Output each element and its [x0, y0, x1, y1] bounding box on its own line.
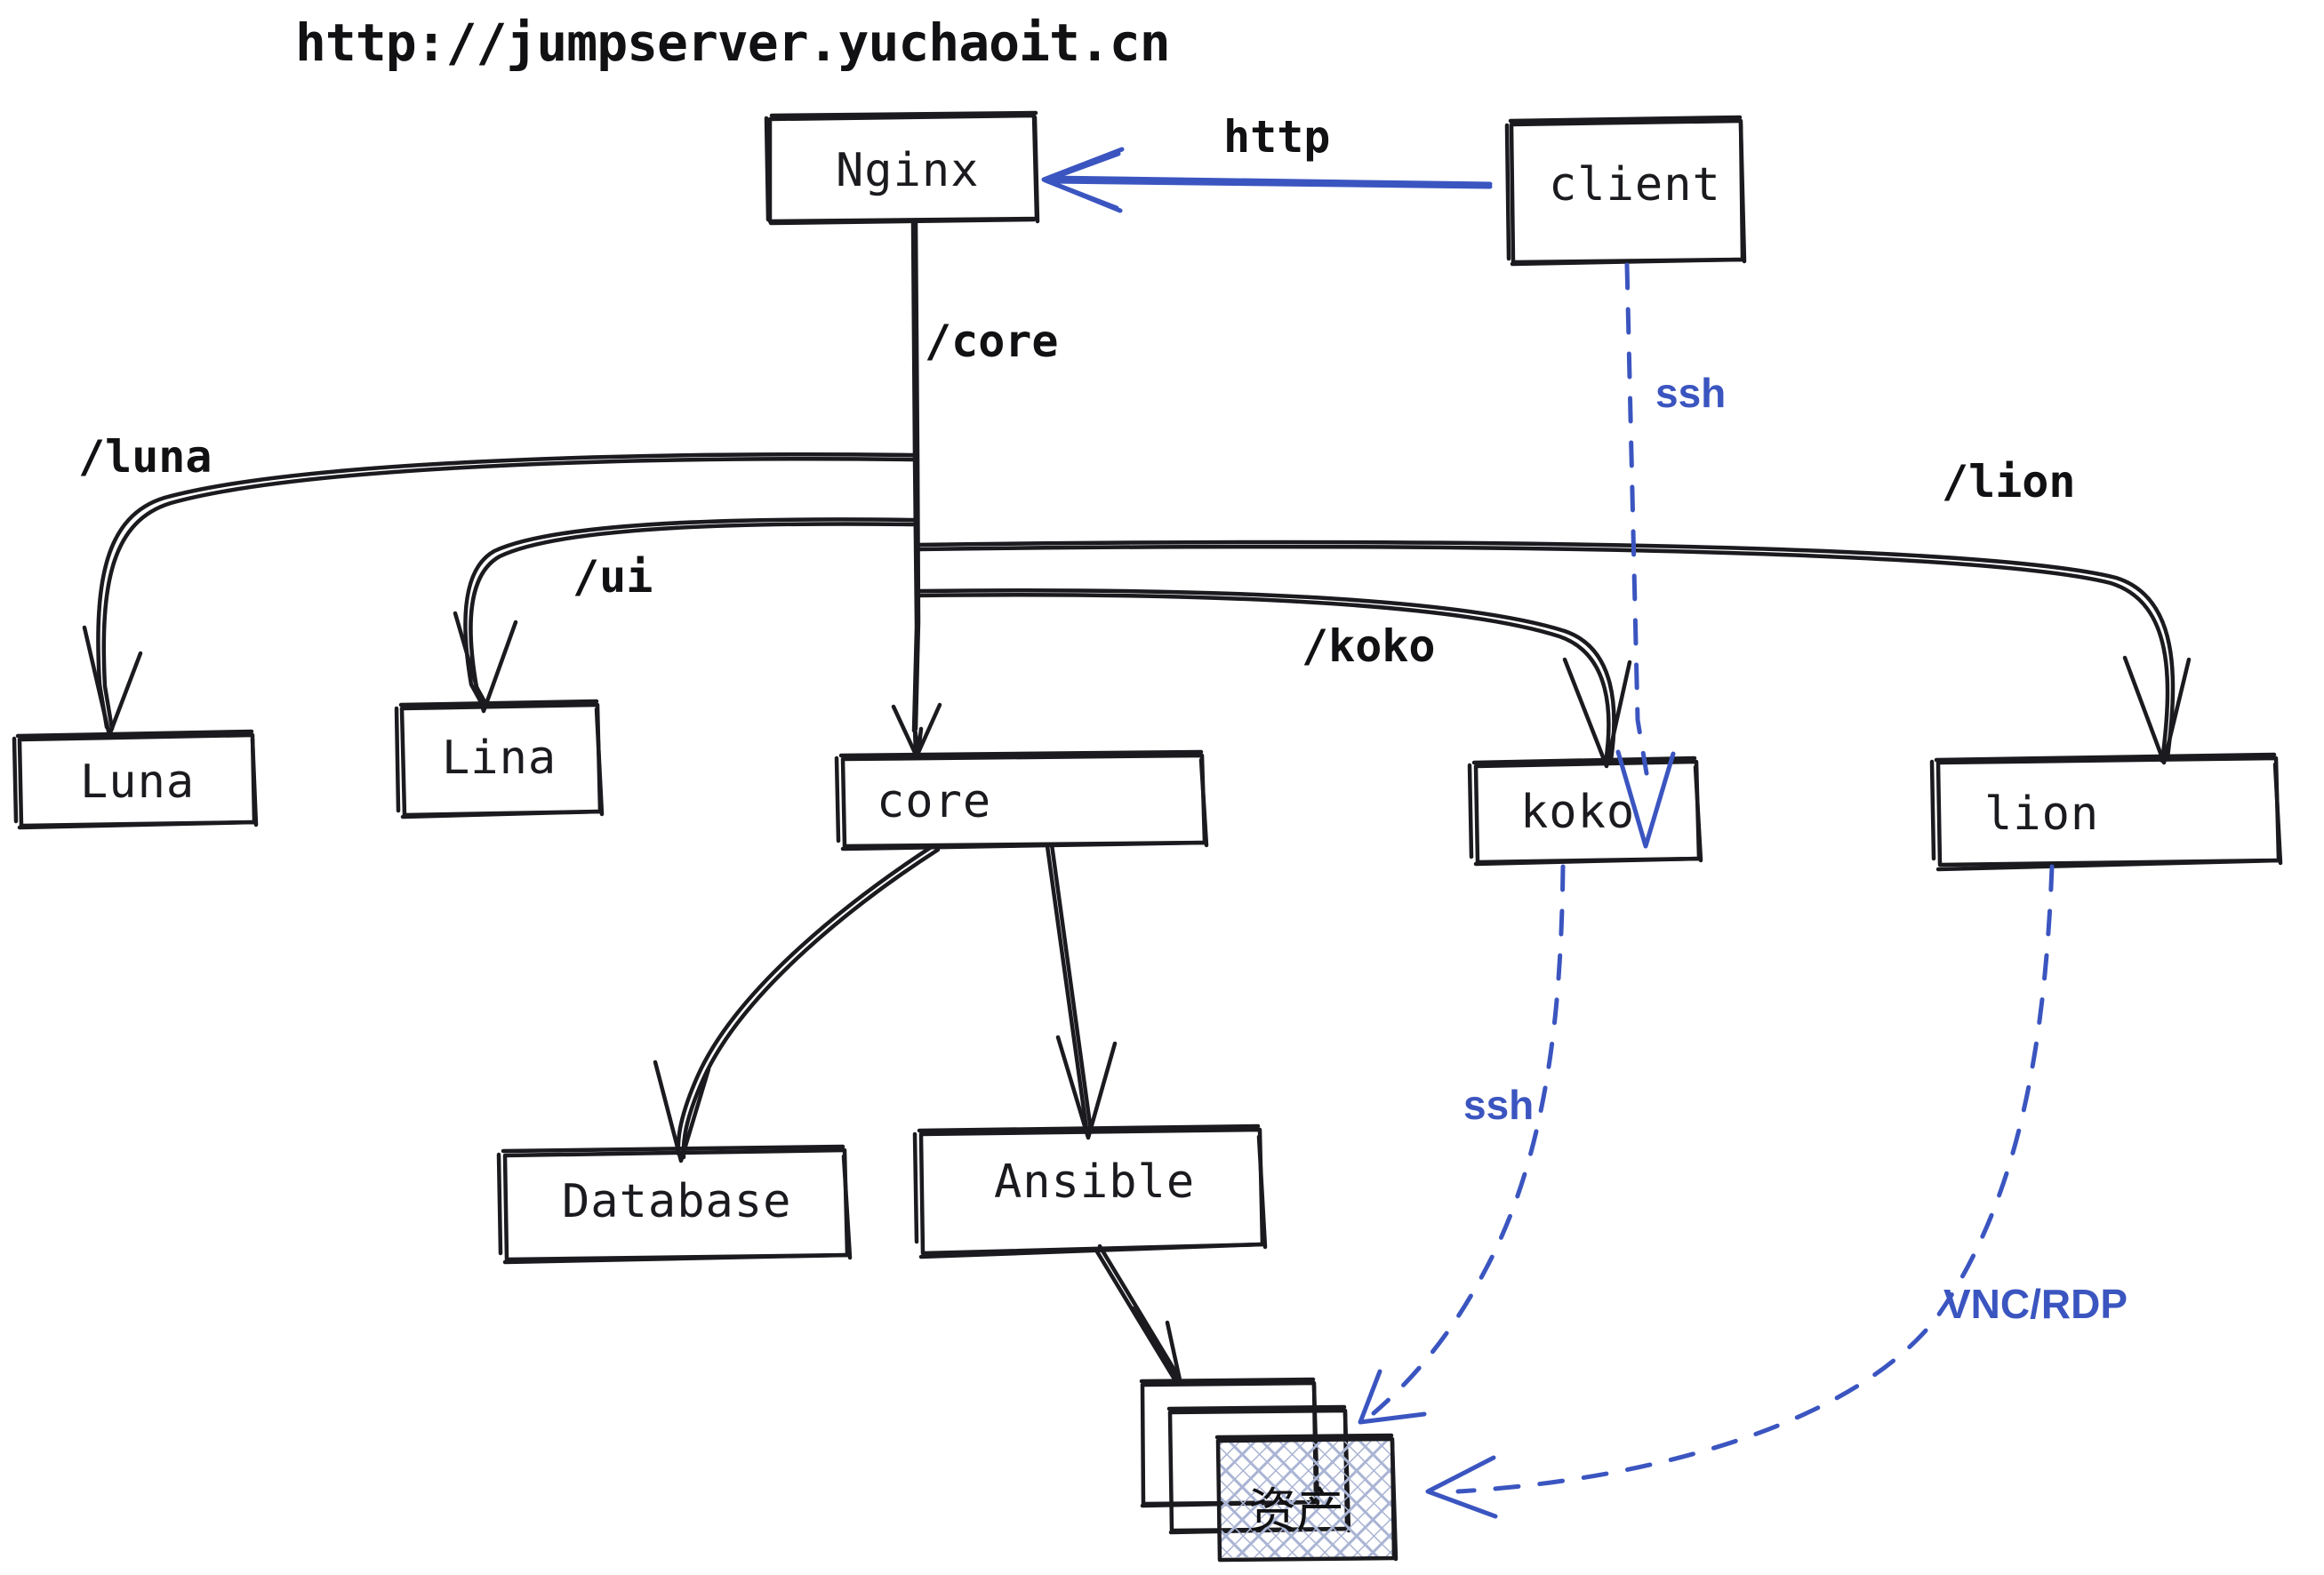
edge-core-database [653, 843, 941, 1163]
node-label-luna[interactable]: Luna [80, 756, 196, 809]
node-label-nginx[interactable]: Nginx [836, 144, 980, 197]
edge-label-vnc-rdp: VNC/RDP [1943, 1281, 2128, 1327]
edge-label-ssh-bottom: ssh [1463, 1082, 1535, 1128]
edge-koko-assets-ssh [1371, 864, 1566, 1416]
edge-label-luna: /luna [78, 431, 212, 483]
page-title: http://jumpserver.yuchaoit.cn [295, 12, 1171, 73]
node-label-core[interactable]: core [877, 775, 992, 828]
edge-label-ui: /ui [573, 551, 653, 603]
edge-label-ssh-top: ssh [1655, 370, 1727, 416]
node-label-client[interactable]: client [1549, 158, 1721, 212]
edge-nginx-luna [82, 452, 918, 738]
node-label-assets[interactable]: 资产 [1248, 1483, 1344, 1539]
edge-nginx-lion [916, 540, 2192, 765]
node-label-database[interactable]: Database [562, 1175, 792, 1228]
edge-client-koko-ssh [1624, 262, 1649, 776]
edge-nginx-core [891, 220, 942, 759]
node-label-lion[interactable]: lion [1984, 788, 2100, 841]
edge-label-core: /core [925, 316, 1059, 367]
edge-nginx-lina [453, 517, 918, 714]
edge-lion-assets-vncrdp-head [1425, 1455, 1498, 1519]
edge-lion-assets-vncrdp [1455, 864, 2055, 1494]
edge-ansible-assets [1093, 1243, 1183, 1387]
edge-label-koko: /koko [1302, 620, 1436, 672]
edge-nginx-koko [916, 588, 1632, 769]
node-label-ansible[interactable]: Ansible [994, 1155, 1196, 1209]
edge-koko-assets-ssh-head [1358, 1369, 1427, 1425]
edge-label-lion: /lion [1942, 456, 2076, 508]
node-label-koko[interactable]: koko [1520, 786, 1636, 839]
edge-core-ansible [1045, 842, 1118, 1140]
node-label-lina[interactable]: Lina [442, 732, 557, 785]
edge-label-http: http [1223, 111, 1331, 163]
